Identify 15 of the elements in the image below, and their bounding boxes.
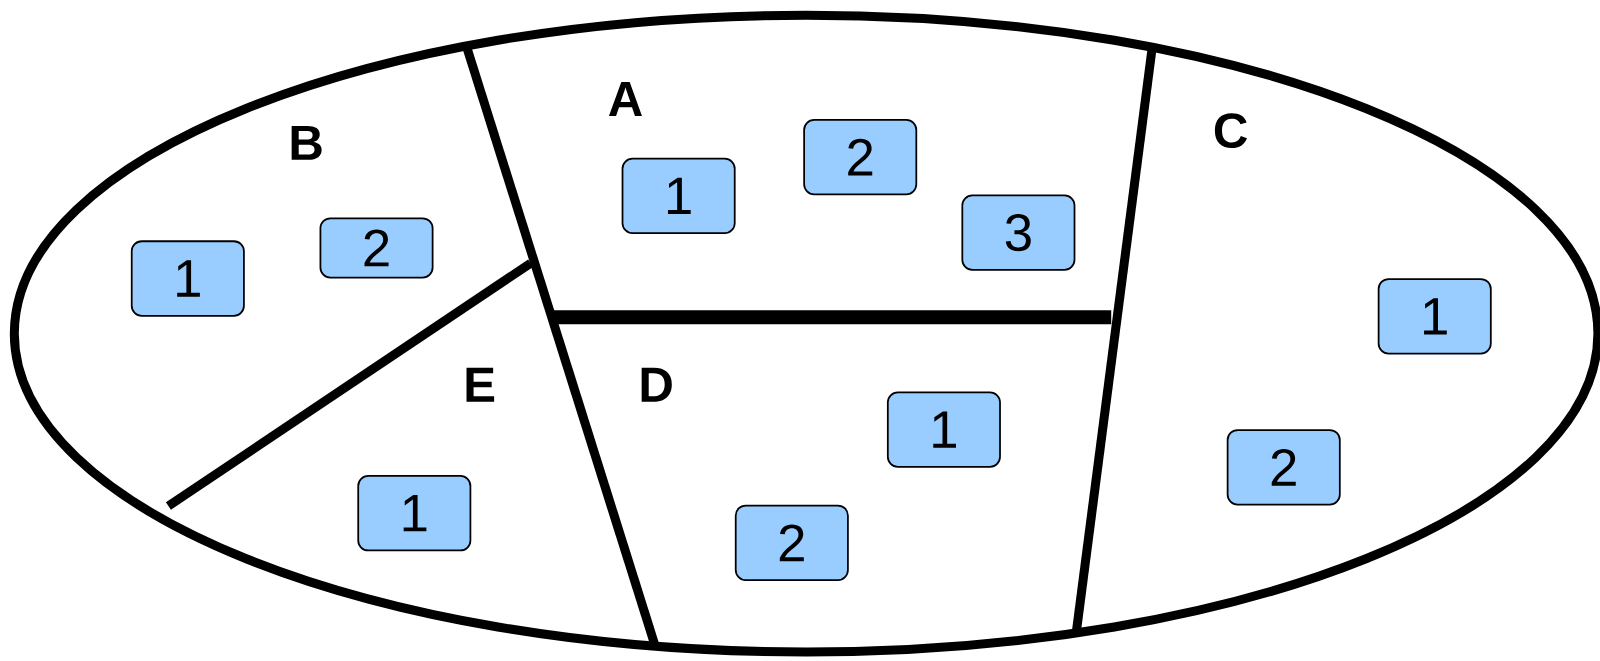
region-letter: B: [291, 125, 322, 160]
region-letter: D: [641, 367, 672, 402]
number-box: 2: [1226, 429, 1341, 506]
region-letter: E: [466, 367, 495, 402]
region-letter: A: [608, 82, 642, 116]
number-box: 1: [621, 157, 736, 234]
number-box: 1: [1377, 278, 1492, 355]
number-box: 2: [319, 217, 434, 279]
number-box: 2: [734, 504, 849, 581]
number-box: 1: [130, 240, 245, 317]
number-box: 2: [803, 118, 918, 196]
number-box: 1: [886, 391, 1001, 468]
number-box: 1: [357, 475, 472, 552]
number-box: 3: [961, 194, 1076, 271]
region-letter: C: [1214, 113, 1247, 148]
